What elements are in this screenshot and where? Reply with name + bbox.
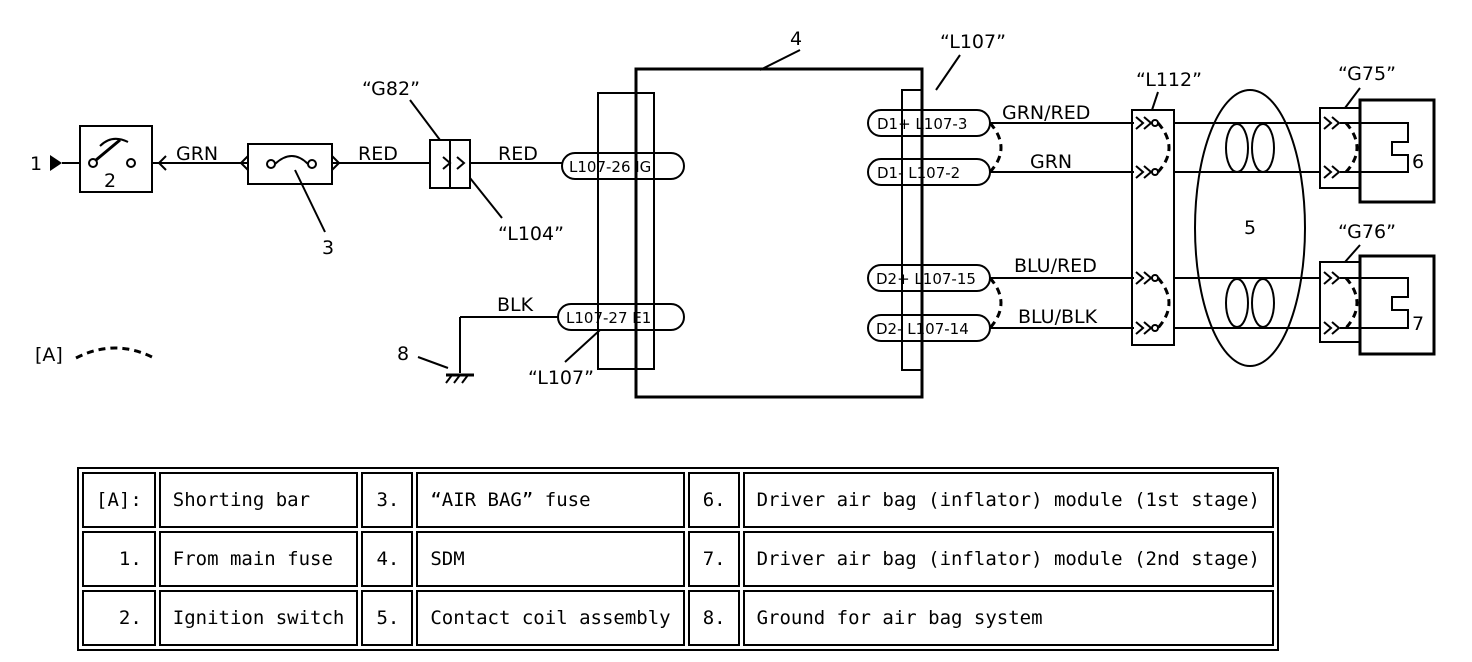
pin-e1-label: L107-27 E1: [566, 309, 651, 327]
label-l112: “L112”: [1136, 69, 1202, 91]
legend-num: 4.: [361, 531, 414, 587]
connector-l107-left: [597, 92, 655, 370]
label-l107-bottom: “L107”: [528, 367, 594, 389]
pin-d1p-label: D1+ L107-3: [877, 115, 967, 133]
label-2: 2: [104, 170, 116, 192]
label-4: 4: [790, 28, 802, 50]
wire-blu-red: BLU/RED: [1014, 255, 1097, 277]
pin-d1m-label: D1- L107-2: [877, 164, 960, 182]
legend-num: 8.: [687, 590, 740, 646]
driver-module-2nd-stage: [1358, 254, 1436, 356]
legend-text: “AIR BAG” fuse: [416, 472, 685, 528]
connector-g75-terminals: [1323, 116, 1341, 179]
label-g76: “G76”: [1338, 221, 1396, 243]
shorting-bar-icon: [75, 346, 155, 360]
connector-l107-right: [901, 89, 923, 371]
wiring-diagram: 1 2 GRN 3 RED “G82” “L104” RED 4 “L107” …: [30, 28, 1436, 399]
wire-red-2: RED: [498, 143, 538, 165]
pin-ig-label: L107-26 IG: [569, 158, 651, 176]
coil-icon: [1225, 123, 1275, 328]
legend-text: From main fuse: [158, 531, 359, 587]
table-row: 2. Ignition switch 5. Contact coil assem…: [82, 590, 1274, 646]
inflator-7-icon: [1340, 277, 1409, 329]
wire-grn-1: GRN: [176, 143, 218, 165]
label-g75: “G75”: [1338, 63, 1396, 85]
label-8: 8: [397, 343, 409, 365]
connector-g76-terminals: [1323, 271, 1341, 335]
label-g82: “G82”: [362, 78, 420, 100]
wire-grn-red: GRN/RED: [1002, 102, 1090, 124]
legend-text: Contact coil assembly: [416, 590, 685, 646]
table-row: 1. From main fuse 4. SDM 7. Driver air b…: [82, 531, 1274, 587]
driver-module-1st-stage: [1358, 98, 1436, 204]
legend-text: Ignition switch: [158, 590, 359, 646]
legend-text: Ground for air bag system: [742, 590, 1274, 646]
contact-coil: [1194, 89, 1306, 367]
ignition-switch: [79, 125, 153, 193]
legend-num: 1.: [82, 531, 156, 587]
label-1: 1: [30, 153, 42, 175]
legend-text: SDM: [416, 531, 685, 587]
wire-grn-2: GRN: [1030, 151, 1072, 173]
legend-num: 7.: [687, 531, 740, 587]
table-row: [A]: Shorting bar 3. “AIR BAG” fuse 6. D…: [82, 472, 1274, 528]
legend-text: Driver air bag (inflator) module (1st st…: [742, 472, 1274, 528]
legend-table: [A]: Shorting bar 3. “AIR BAG” fuse 6. D…: [77, 467, 1279, 651]
label-5: 5: [1244, 217, 1256, 239]
label-6: 6: [1412, 151, 1424, 173]
label-l104: “L104”: [498, 223, 564, 245]
label-7: 7: [1412, 313, 1424, 335]
legend-num: 5.: [361, 590, 414, 646]
switch-icon: [88, 137, 136, 168]
label-3: 3: [322, 237, 334, 259]
input-arrow-icon: [50, 155, 62, 171]
inflator-6-icon: [1340, 122, 1409, 173]
wire-blu-blk: BLU/BLK: [1018, 306, 1098, 328]
pin-d2p-label: D2+ L107-15: [876, 270, 976, 288]
pin-d2m-label: D2- L107-14: [876, 320, 969, 338]
wire-red-1: RED: [358, 143, 398, 165]
ground-icon: [445, 373, 474, 384]
fuse-icon: [266, 155, 317, 169]
legend-num: 6.: [687, 472, 740, 528]
fuse: [247, 143, 333, 185]
wire-blk: BLK: [497, 294, 534, 316]
connector-l112-terminals: [1135, 116, 1159, 335]
legend-num: [A]:: [82, 472, 156, 528]
legend-text: Shorting bar: [158, 472, 359, 528]
legend-num: 3.: [361, 472, 414, 528]
label-shorting-bar: [A]: [35, 344, 63, 366]
label-l107-top: “L107”: [940, 31, 1006, 53]
legend-num: 2.: [82, 590, 156, 646]
legend-text: Driver air bag (inflator) module (2nd st…: [742, 531, 1274, 587]
pin-ig: [561, 152, 685, 180]
